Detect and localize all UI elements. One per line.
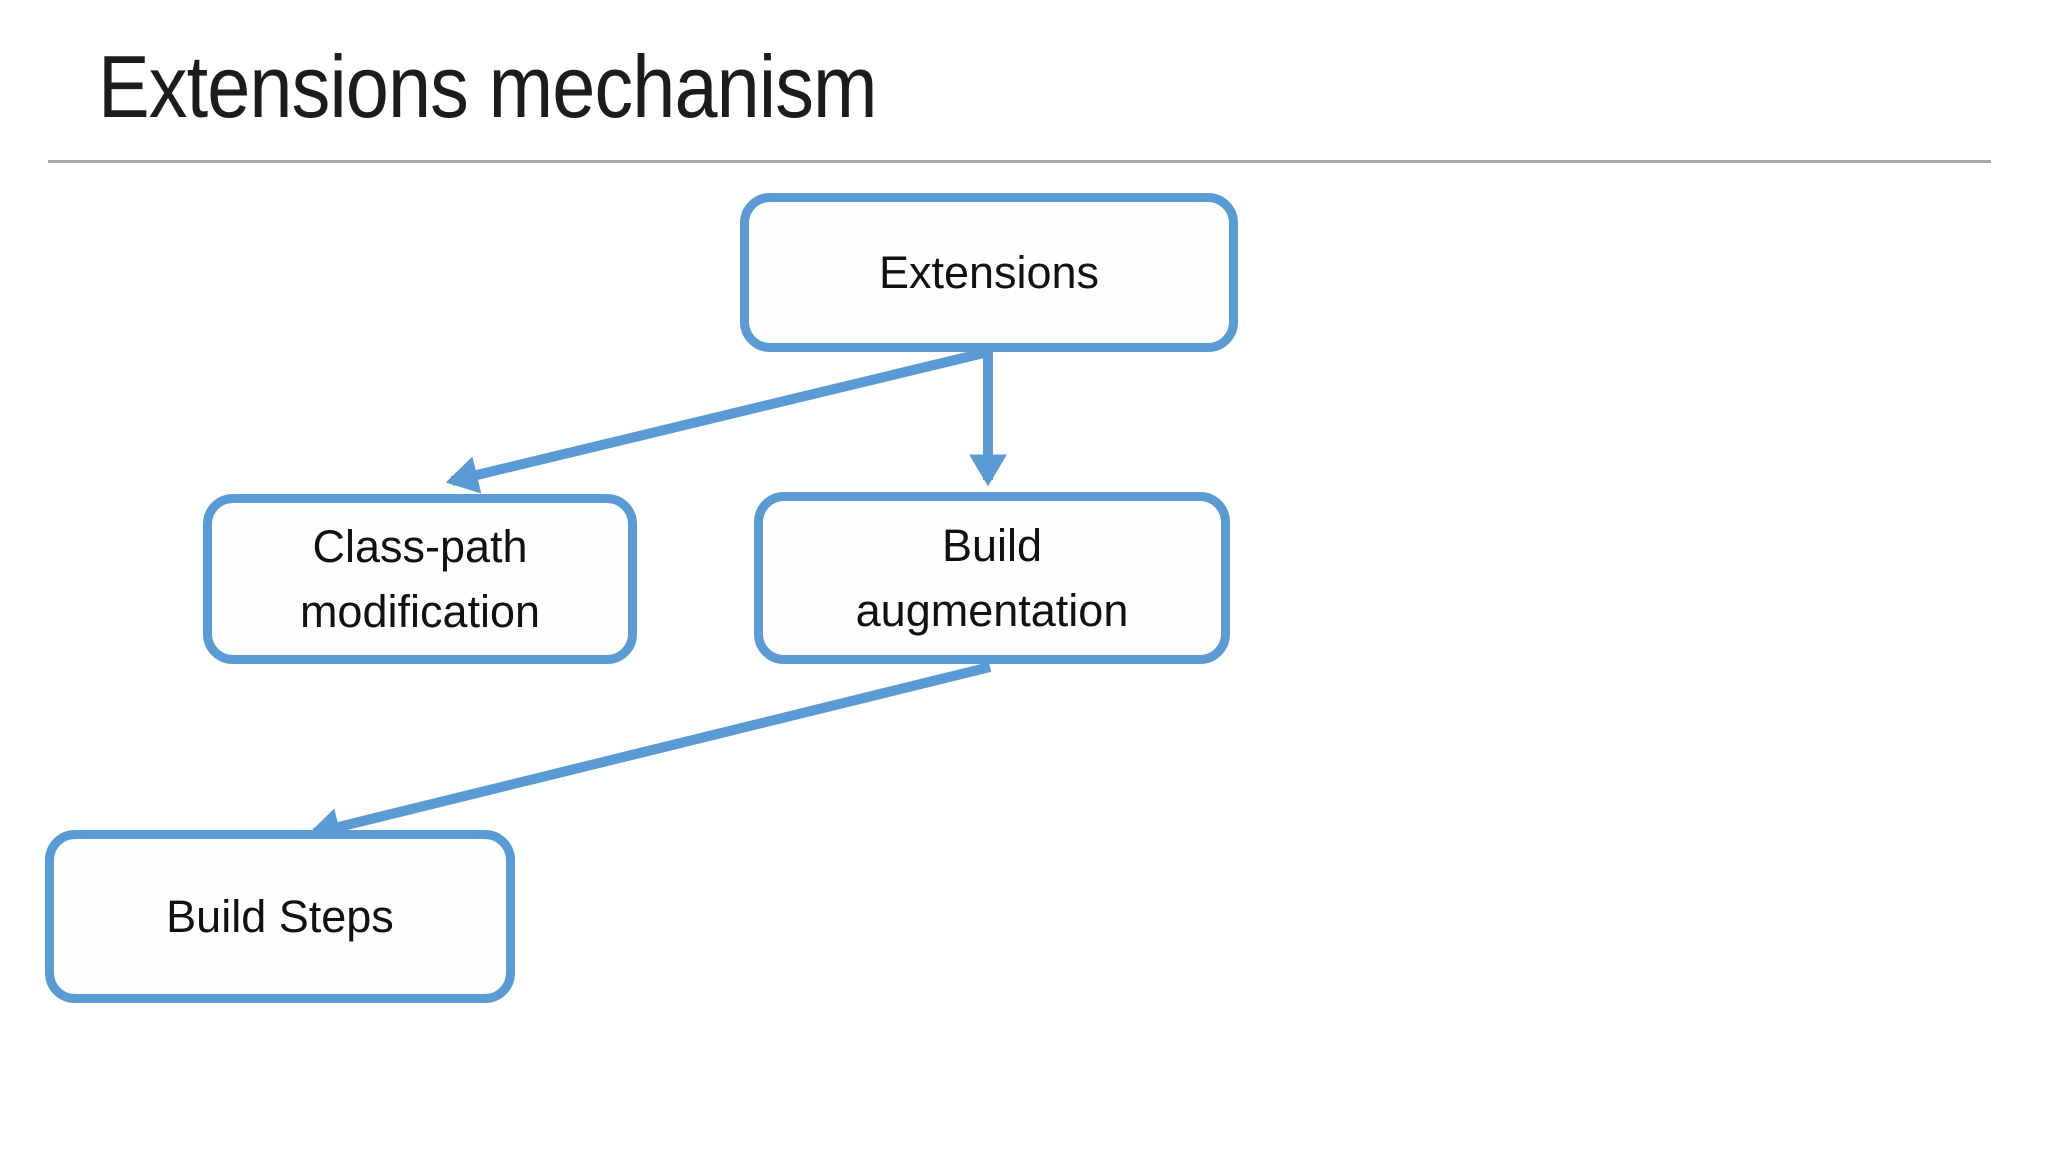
node-label: Build augmentation — [855, 519, 1129, 636]
slide-title: Extensions mechanism — [98, 37, 878, 136]
node-label: Class-path modification — [299, 520, 541, 637]
edge-extensions-to-classpath-arrow — [445, 347, 990, 494]
node-class-path-modification: Class-path modification — [203, 494, 637, 664]
edge-build-augmentation-to-build-steps-arrow — [307, 662, 992, 846]
node-extensions: Extensions — [740, 193, 1238, 352]
node-build-augmentation: Build augmentation — [754, 492, 1230, 664]
title-divider — [48, 160, 1991, 163]
node-label: Extensions — [878, 246, 1100, 298]
node-build-steps: Build Steps — [45, 830, 515, 1003]
node-label: Build Steps — [166, 890, 394, 942]
